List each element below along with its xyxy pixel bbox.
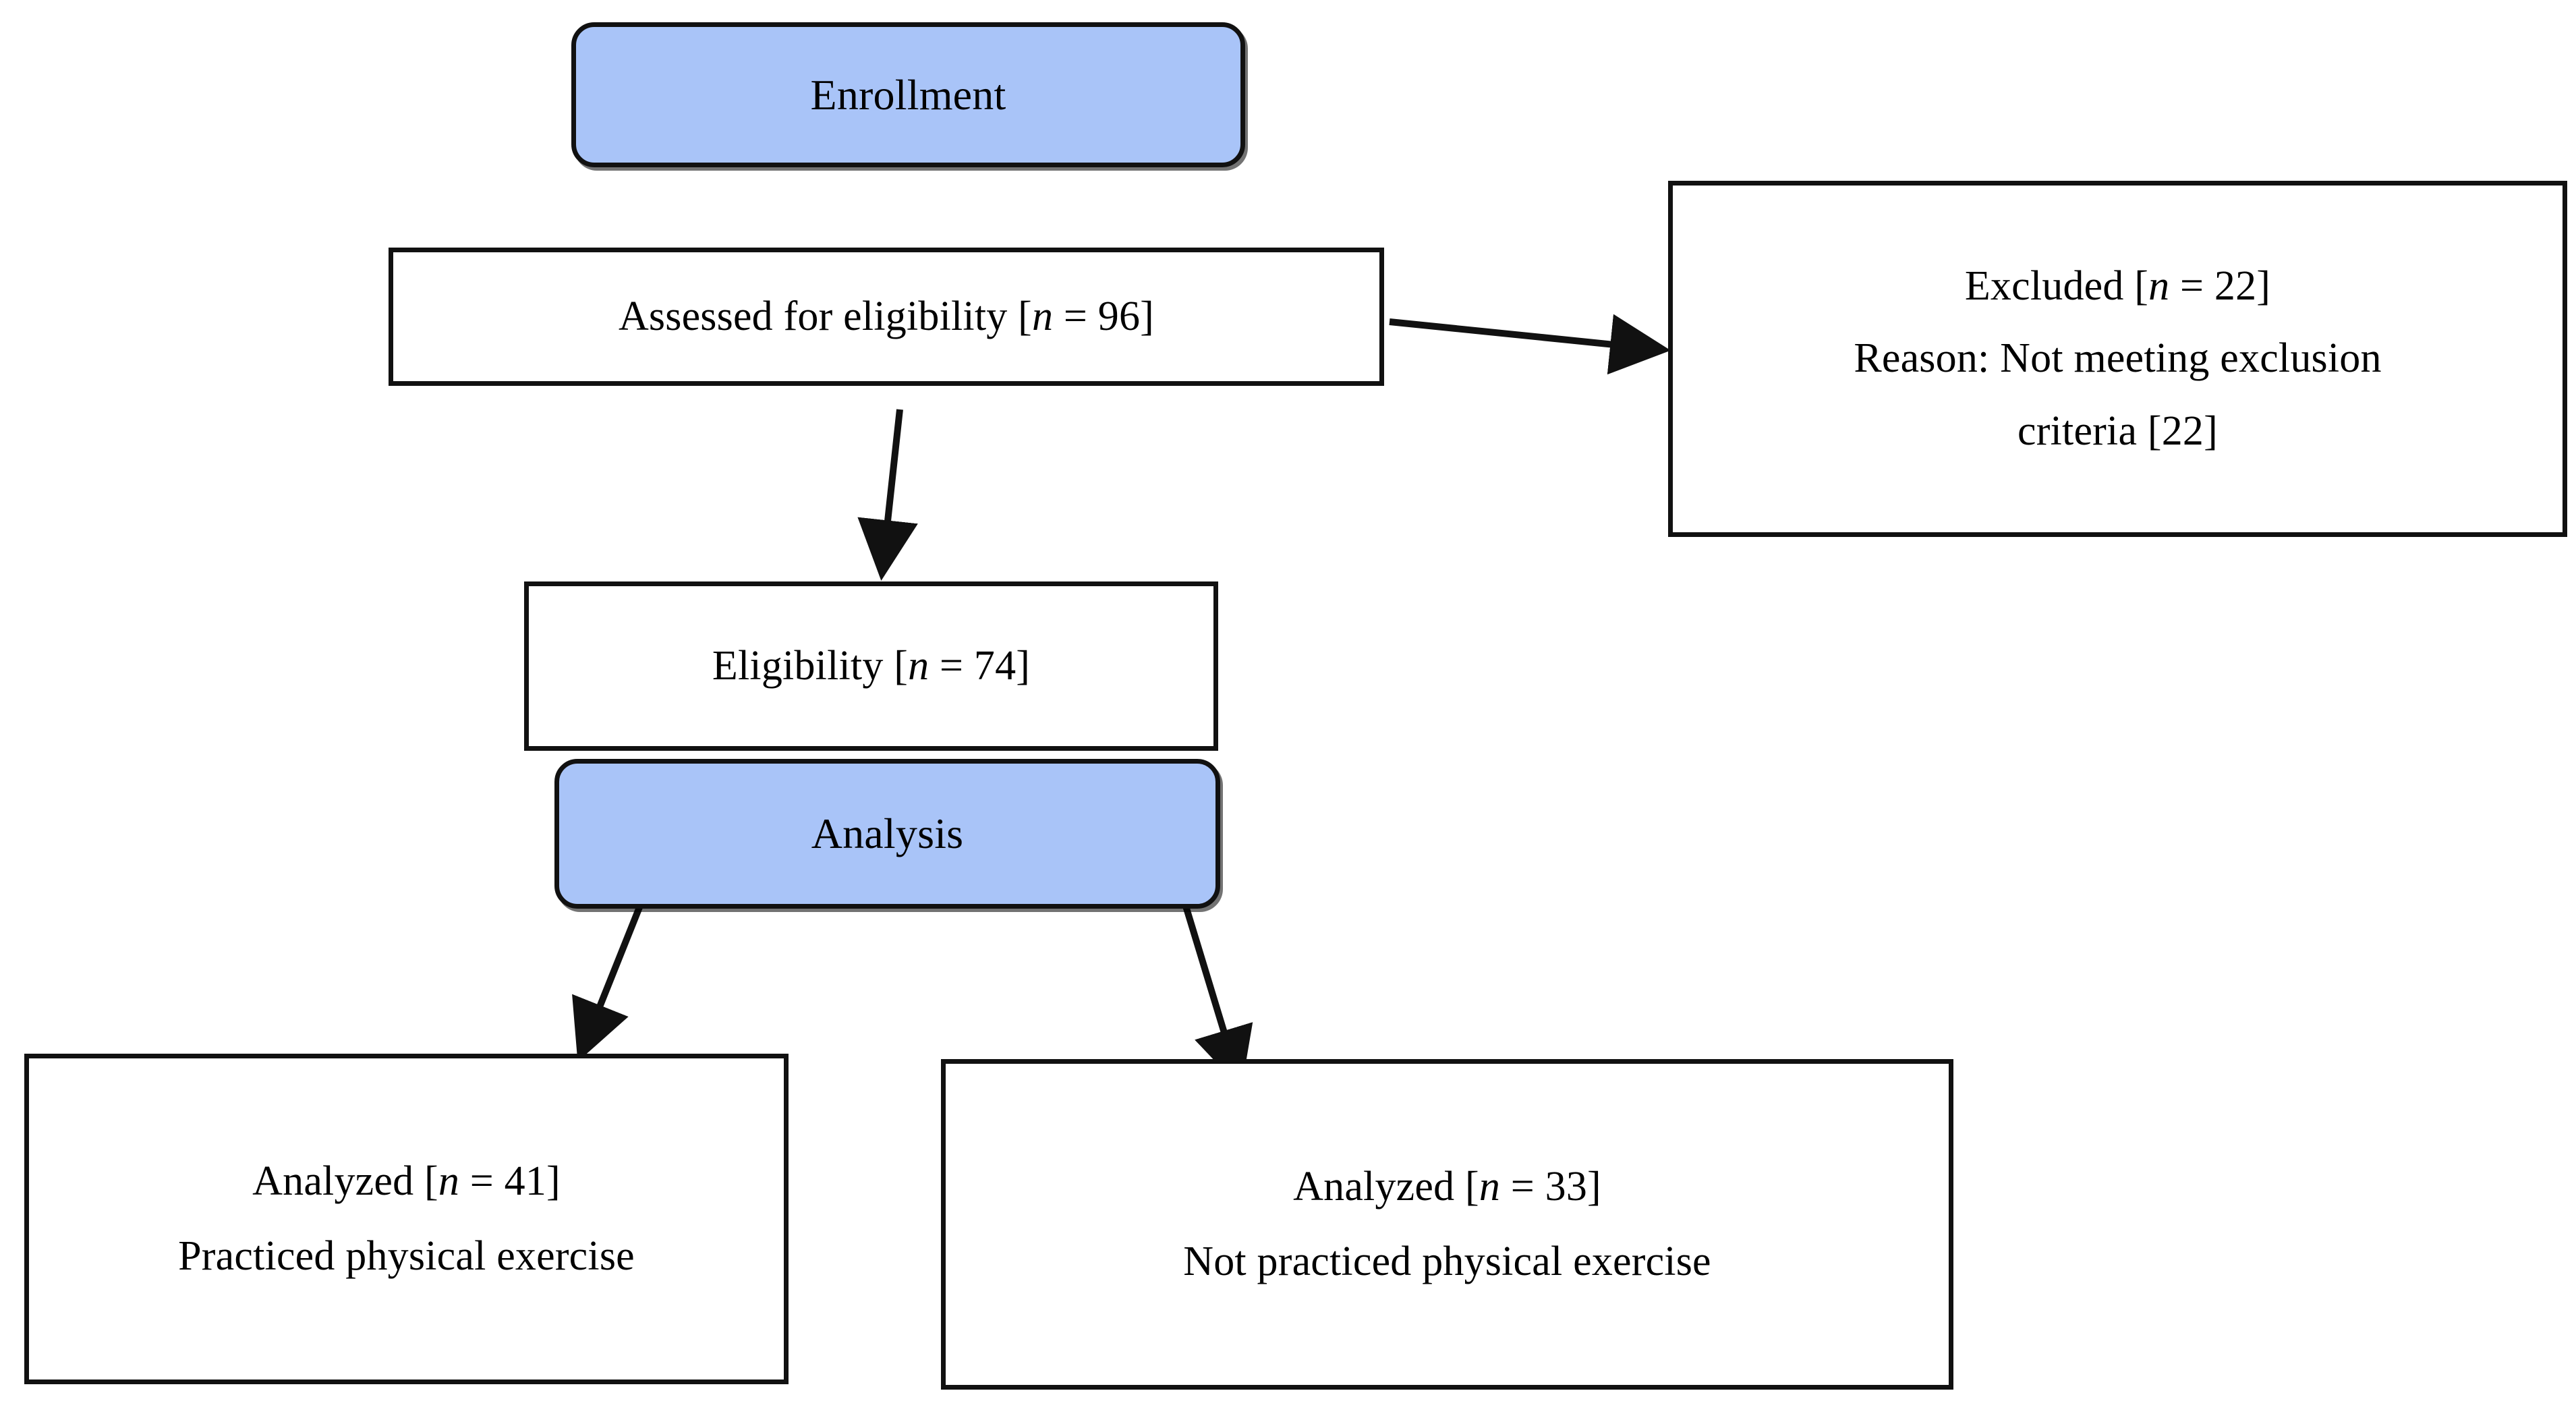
stage-box-enrollment[interactable]: Enrollment: [571, 22, 1245, 167]
analyzed-left-text-suffix: = 41]: [459, 1158, 561, 1204]
node-label-eligibility: Eligibility [n = 74]: [712, 644, 1030, 688]
node-excluded[interactable]: Excluded [n = 22] Reason: Not meeting ex…: [1668, 181, 2567, 537]
edge-analysis-to-analyzed-right: [1182, 903, 1253, 1089]
assessed-text-suffix: = 96]: [1053, 293, 1155, 339]
analyzed-left-italic-n: n: [438, 1158, 460, 1204]
edge-assessed-to-eligibility: [857, 409, 918, 581]
analyzed-left-line-1: Analyzed [n = 41]: [252, 1158, 561, 1204]
excluded-line-1: Excluded [n = 22]: [1965, 264, 2270, 308]
excluded-italic-n: n: [2148, 263, 2170, 310]
stage-box-analysis[interactable]: Analysis: [554, 759, 1220, 909]
analyzed-right-italic-n: n: [1479, 1163, 1501, 1210]
node-analyzed-practiced-exercise[interactable]: Analyzed [n = 41] Practiced physical exe…: [24, 1054, 789, 1384]
stage-label-analysis: Analysis: [811, 809, 964, 858]
eligibility-text-suffix: = 74]: [929, 642, 1031, 689]
edge-analysis-to-analyzed-left: [572, 906, 643, 1062]
eligibility-italic-n: n: [908, 642, 929, 689]
edge-assessed-to-excluded: [1389, 314, 1671, 375]
excluded-line-2: Reason: Not meeting exclusion: [1854, 335, 2382, 382]
analyzed-left-line-2: Practiced physical exercise: [178, 1233, 635, 1279]
analyzed-right-line-2: Not practiced physical exercise: [1183, 1239, 1711, 1284]
node-label-assessed: Assessed for eligibility [n = 96]: [618, 293, 1155, 339]
stage-label-enrollment: Enrollment: [810, 70, 1006, 119]
assessed-italic-n: n: [1032, 293, 1054, 339]
analyzed-right-line-1: Analyzed [n = 33]: [1293, 1163, 1601, 1210]
node-analyzed-not-practiced-exercise[interactable]: Analyzed [n = 33] Not practiced physical…: [941, 1059, 1953, 1390]
excluded-line-3: criteria [22]: [2017, 407, 2218, 454]
analyzed-left-text-prefix: Analyzed [: [252, 1158, 438, 1204]
excluded-text-prefix: Excluded [: [1964, 263, 2149, 310]
analyzed-right-text-suffix: = 33]: [1500, 1163, 1601, 1210]
node-eligibility[interactable]: Eligibility [n = 74]: [524, 581, 1218, 751]
node-assessed-for-eligibility[interactable]: Assessed for eligibility [n = 96]: [389, 248, 1384, 386]
eligibility-text-prefix: Eligibility [: [712, 642, 909, 689]
excluded-text-suffix: = 22]: [2169, 263, 2271, 310]
assessed-text-prefix: Assessed for eligibility [: [618, 293, 1033, 339]
analyzed-right-text-prefix: Analyzed [: [1293, 1163, 1479, 1210]
